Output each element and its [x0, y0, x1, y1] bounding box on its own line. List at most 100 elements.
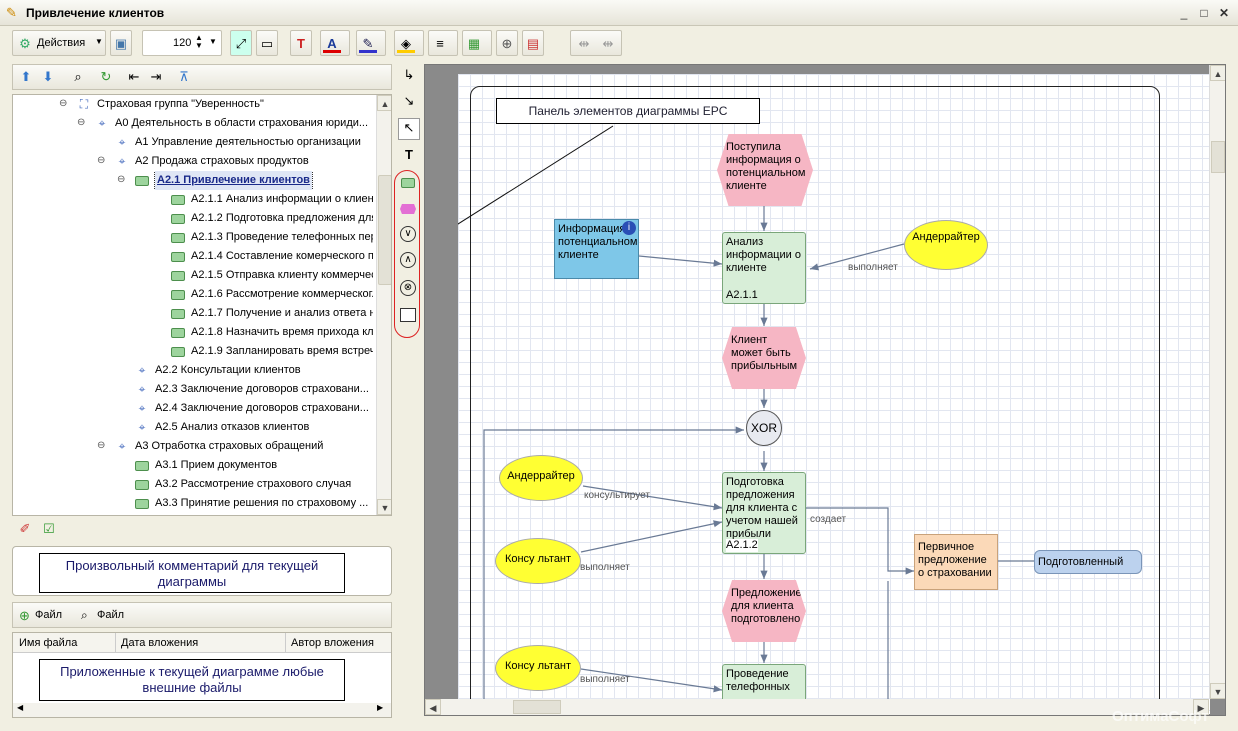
page-button[interactable]: ▤ [522, 30, 544, 56]
line-color-button[interactable]: ✎ [356, 30, 386, 56]
tree-item[interactable]: А2.1.9 Запланировать время встреч... [13, 342, 373, 361]
tree-item[interactable]: А2.1.1 Анализ информации о клиенте [13, 190, 373, 209]
tree-item[interactable]: А2.1.2 Подготовка предложения для... [13, 209, 373, 228]
find-icon[interactable]: ⌕ [74, 69, 82, 84]
tree-item[interactable]: ⌖А1 Управление деятельностью организации [13, 133, 373, 152]
event-profitable[interactable]: Клиент может быть прибыльным [722, 327, 806, 389]
event-tool-icon[interactable] [400, 204, 416, 214]
tree-toggle-icon[interactable]: ⊖ [59, 98, 68, 109]
role-consultant-2[interactable]: Консу льтант [495, 645, 581, 691]
arrow-down-icon[interactable]: ⬇ [42, 69, 54, 84]
tree-item[interactable]: А2.1.3 Проведение телефонных пер... [13, 228, 373, 247]
scroll-down-icon[interactable]: ▼ [1210, 683, 1225, 699]
connector-tool-icon[interactable]: ↳ [403, 67, 415, 82]
tree-item[interactable]: ⊖⌖А3 Отработка страховых обращений [13, 437, 373, 456]
scroll-right-icon[interactable]: ▶ [1193, 699, 1209, 715]
function-a212[interactable]: Подготовка предложения для клиента с уче… [722, 472, 806, 554]
close-icon[interactable]: ✕ [1218, 6, 1230, 20]
tree-item[interactable]: ⌖А2.5 Анализ отказов клиентов [13, 418, 373, 437]
diagram-vscroll-thumb[interactable] [1211, 141, 1225, 173]
col-author[interactable]: Автор вложения [291, 637, 374, 649]
xor-tool-icon[interactable]: ⊗ [400, 280, 416, 296]
erase-icon[interactable]: ✐ [19, 521, 31, 536]
scroll-left-icon[interactable]: ◀ [17, 703, 24, 712]
refresh-icon[interactable]: ↻ [100, 69, 112, 84]
tree-item[interactable]: А2.1.7 Получение и анализ ответа н... [13, 304, 373, 323]
tree-toggle-icon[interactable]: ⊖ [117, 174, 126, 185]
text-tool-icon[interactable]: T [405, 147, 413, 162]
tree-item[interactable]: А3.1 Прием документов [13, 456, 373, 475]
function-tool-icon[interactable] [401, 178, 415, 188]
tree-scroll-thumb[interactable] [378, 175, 391, 285]
tree-scrollbar[interactable]: ▲ ▼ [376, 95, 391, 515]
zoom-field[interactable]: 120 ▲▼ ▼ [142, 30, 222, 56]
tree-item[interactable]: А2.1.8 Назначить время прихода кл... [13, 323, 373, 342]
line-tool-icon[interactable]: ↘ [403, 93, 415, 108]
prepared-status[interactable]: Подготовленный [1034, 550, 1142, 574]
checklist-icon[interactable]: ☑ [43, 521, 55, 536]
tree-item[interactable]: ⌖А2.3 Заключение договоров страховани... [13, 380, 373, 399]
maximize-icon[interactable]: □ [1200, 6, 1208, 20]
tree-item[interactable]: ⊖⛶Страховая группа "Уверенность" [13, 95, 373, 114]
line-style-button[interactable]: ≡ [428, 30, 458, 56]
scroll-right-icon[interactable]: ▶ [377, 703, 384, 712]
diagram-hscroll-thumb[interactable] [513, 700, 561, 714]
zoom-spinner-icon[interactable]: ▲▼ [195, 33, 203, 50]
tree-item[interactable]: ⌖А2.2 Консультации клиентов [13, 361, 373, 380]
event-info-received[interactable]: Поступила информация о потенциальном кли… [717, 134, 813, 206]
event-offer-prepared[interactable]: Предложение для клиента подготовлено [722, 580, 806, 642]
tree-item[interactable]: ⊖А2.1 Привлечение клиентов [13, 171, 373, 190]
role-underwriter-2[interactable]: Андеррайтер [499, 455, 583, 501]
diagram-hscrollbar[interactable]: ◀ ▶ [425, 699, 1209, 715]
outdent-icon[interactable]: ⇤ [128, 69, 140, 84]
diagram-vscrollbar[interactable]: ▲ ▼ [1209, 65, 1225, 699]
indent-icon[interactable]: ⇥ [150, 69, 162, 84]
arrow-up-icon[interactable]: ⬆ [20, 69, 32, 84]
zoom-dropdown-icon[interactable]: ▼ [209, 37, 217, 46]
tree-toggle-icon[interactable]: ⊖ [97, 155, 106, 166]
document-offer[interactable]: Первичное предложение о страховании [914, 534, 998, 590]
insert-button[interactable]: ⊕ [496, 30, 518, 56]
role-underwriter-1[interactable]: Андеррайтер [904, 220, 988, 270]
frame-button[interactable]: ▭ [256, 30, 278, 56]
role-consultant-1[interactable]: Консу льтант [495, 538, 581, 584]
tree-item[interactable]: А3.3 Принятие решения по страховому ... [13, 494, 373, 513]
diagram-canvas[interactable]: Панель элементов диаграммы EPC Поступила… [458, 74, 1210, 715]
info-object[interactable]: Информация о потенциальном клиенте [554, 219, 639, 279]
pointer-tool-icon[interactable]: ↖ [398, 118, 420, 140]
minimize-icon[interactable]: _ [1180, 6, 1188, 20]
tree-toggle-icon[interactable]: ⊖ [77, 117, 86, 128]
tree-item[interactable]: А2.1.6 Рассмотрение коммерческог... [13, 285, 373, 304]
col-filename[interactable]: Имя файла [19, 637, 78, 649]
add-file-icon[interactable]: ⊕ [19, 608, 30, 623]
document-tool-icon[interactable] [400, 308, 416, 322]
files-hscrollbar[interactable]: ◀ ▶ [13, 703, 391, 717]
tree-item[interactable]: ⊖⌖А2 Продажа страховых продуктов [13, 152, 373, 171]
and-tool-icon[interactable]: ∧ [400, 252, 416, 268]
comment-panel[interactable]: Произвольный комментарий для текущей диа… [12, 546, 392, 596]
tree-item[interactable]: А3.2 Рассмотрение страхового случая [13, 475, 373, 494]
diagram-viewport[interactable]: Панель элементов диаграммы EPC Поступила… [424, 64, 1226, 716]
collapse-icon[interactable]: ⊼ [179, 69, 189, 84]
or-tool-icon[interactable]: ∨ [400, 226, 416, 242]
tree-item[interactable]: ⌖А2.4 Заключение договоров страховани... [13, 399, 373, 418]
search-icon[interactable]: ⌕ [81, 608, 88, 622]
tree-item[interactable]: А2.1.5 Отправка клиенту коммерчес... [13, 266, 373, 285]
tree-item[interactable]: А2.1.4 Составление комерческого п... [13, 247, 373, 266]
function-a211[interactable]: Анализ информации о клиенте А2.1.1 [722, 232, 806, 304]
font-button[interactable]: T [290, 30, 312, 56]
scroll-up-icon[interactable]: ▲ [1210, 65, 1225, 81]
tree-toggle-icon[interactable]: ⊖ [97, 440, 106, 451]
fill-color-button[interactable]: ◈ [394, 30, 424, 56]
copy-button[interactable]: ▣ [110, 30, 132, 56]
scroll-up-icon[interactable]: ▲ [377, 95, 391, 111]
col-date[interactable]: Дата вложения [121, 637, 199, 649]
tree-item[interactable]: ⊖⌖А0 Деятельность в области страхования … [13, 114, 373, 133]
xor-connector[interactable]: XOR [746, 410, 782, 446]
image-button[interactable]: ▦ [462, 30, 492, 56]
font-color-button[interactable]: A [320, 30, 350, 56]
connect-buttons[interactable]: ⇹ ⇹ [570, 30, 622, 56]
scroll-down-icon[interactable]: ▼ [377, 499, 391, 515]
scroll-left-icon[interactable]: ◀ [425, 699, 441, 715]
fit-button[interactable]: ⤢ [230, 30, 252, 56]
